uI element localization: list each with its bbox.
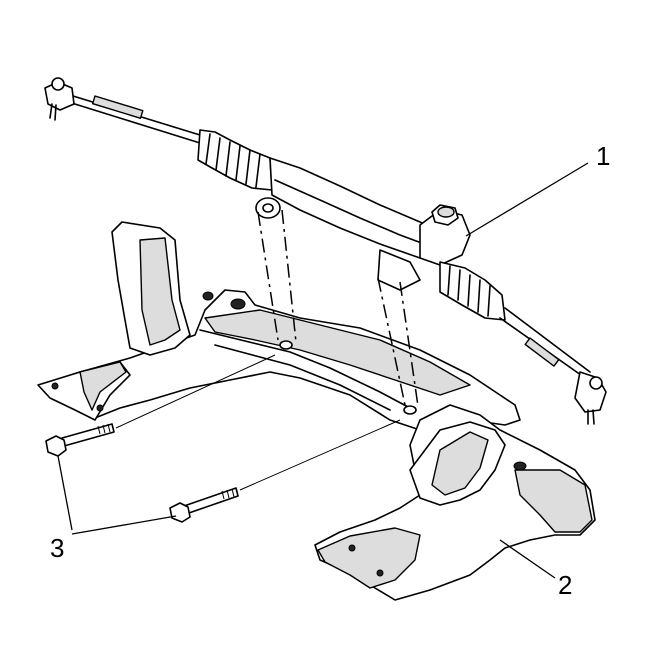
crossmember-top-surface (204, 309, 471, 396)
bolt-lower-shank (183, 487, 239, 515)
right-tower-face (431, 431, 489, 496)
frame-hole-left-foot (51, 382, 59, 390)
callout-3-label: 3 (50, 533, 64, 563)
frame-hole-right (513, 461, 527, 471)
callout-3-leader-lower (71, 515, 177, 535)
crossmember-frame (37, 221, 596, 601)
callout-2-leader (499, 539, 556, 579)
bolt-lower-head (169, 502, 191, 523)
right-foot (317, 527, 421, 589)
frame-hole-rear (202, 291, 214, 301)
align-line-right-1 (377, 277, 406, 406)
align-line-right-2 (399, 281, 419, 407)
callout-1-label: 1 (596, 141, 610, 171)
frame-hole-foot (348, 544, 356, 552)
align-line-left-1 (257, 211, 279, 341)
bolt-upper-path (115, 354, 276, 429)
mounting-bolts (45, 354, 401, 523)
callout-2-label: 2 (558, 570, 572, 600)
alignment-lines (257, 209, 419, 407)
callout-3-leader-upper (57, 455, 73, 531)
left-tie-rod (59, 91, 201, 144)
frame-hole-left (230, 298, 246, 310)
left-tie-rod-ball (51, 77, 65, 91)
left-foot-side (79, 361, 127, 411)
bolt-upper-shank (61, 423, 115, 447)
center-rib-lower (214, 344, 391, 411)
bolt-lower-path (239, 419, 401, 491)
frame-hole-left-foot-2 (96, 404, 104, 412)
align-line-left-2 (281, 209, 297, 343)
left-boot-ribs (205, 133, 261, 188)
steering-gear (44, 77, 607, 425)
right-end-block (514, 469, 593, 533)
right-tie-rod-adjuster (524, 337, 560, 367)
crossmember-beam (39, 289, 521, 431)
rack-housing (269, 157, 441, 263)
bolt-lower (169, 487, 239, 523)
bolt-upper (45, 423, 115, 457)
mount-hole-right (403, 405, 417, 415)
bolt-upper-threads (97, 423, 111, 435)
frame-hole-foot-2 (376, 569, 384, 577)
right-mount-clamp (377, 249, 421, 291)
left-mount-bushing-hole (262, 203, 274, 213)
bolt-lower-threads (221, 488, 235, 500)
callout-1-leader (465, 162, 589, 237)
right-boot-ribs (447, 265, 491, 317)
rack-housing-seam (274, 179, 436, 249)
right-tie-rod-stud (587, 409, 595, 425)
pinion-top (437, 206, 455, 218)
left-tower-face (139, 237, 181, 346)
right-tie-rod-ball (589, 376, 603, 390)
right-tie-rod-end (574, 371, 607, 413)
bolt-upper-head (45, 435, 67, 457)
callouts: 1 2 3 (50, 141, 610, 600)
center-rib (199, 329, 411, 409)
left-tie-rod-adjuster (91, 95, 144, 119)
mount-hole-left (279, 340, 293, 350)
right-tie-rod (499, 307, 591, 381)
left-tie-rod-stud (49, 103, 57, 121)
